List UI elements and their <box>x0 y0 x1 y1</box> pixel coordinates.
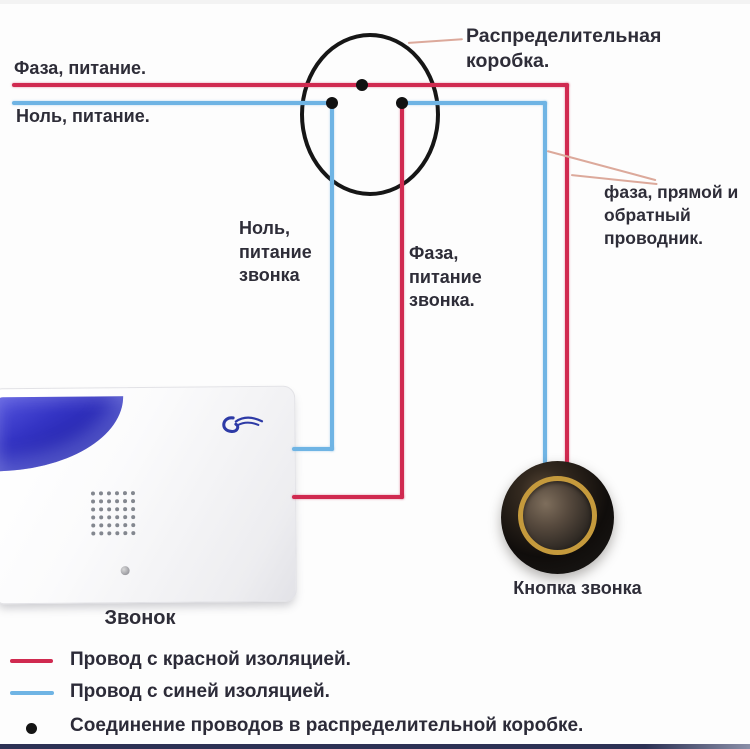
legend-blue-wire-text: Провод с синей изоляцией. <box>70 681 330 702</box>
label-bell-neutral-line2: питание <box>239 241 312 262</box>
label-bell: Звонок <box>104 607 176 629</box>
blue-wire-to-button <box>543 101 547 466</box>
doorbell-blue-panel <box>0 396 124 472</box>
legend-junction-dot-swatch <box>26 723 37 734</box>
blue-wire-to-bell-horizontal <box>292 447 334 451</box>
red-wire-to-bell-vertical <box>400 101 404 499</box>
legend-red-wire-swatch <box>10 659 53 663</box>
label-bell-neutral-line3: звонка <box>239 265 300 285</box>
label-button-wires: фаза, прямой и обратный проводник. <box>604 181 738 250</box>
junction-dot-phase <box>356 79 368 91</box>
doorbell-button-image <box>501 461 614 574</box>
legend-junction-text: Соединение проводов в распределительной … <box>70 715 584 736</box>
label-bell-phase-line2: питание <box>409 266 482 287</box>
bottom-bar <box>0 744 750 749</box>
label-button: Кнопка звонка <box>513 578 642 598</box>
speaker-grille-icon <box>90 491 136 536</box>
label-button-wires-line1: фаза, прямой и <box>604 182 739 202</box>
label-bell-phase-wire: Фаза, питание звонка. <box>409 242 482 313</box>
label-neutral-supply: Ноль, питание. <box>16 106 150 126</box>
blue-supply-wire-horizontal <box>12 101 336 105</box>
blue-return-wire-horizontal <box>398 101 547 105</box>
label-bell-neutral-wire: Ноль, питание звонка <box>239 217 312 288</box>
label-bell-neutral-line1: Ноль, <box>239 218 291 238</box>
label-button-wires-line3: проводник. <box>604 228 703 248</box>
red-wire-to-button <box>565 83 569 474</box>
junction-dot-neutral <box>326 97 338 109</box>
label-bell-phase-line1: Фаза, <box>409 243 459 263</box>
blue-wire-to-bell-vertical <box>330 101 334 451</box>
red-wire-to-bell-horizontal <box>292 495 404 499</box>
brand-logo-icon <box>222 416 264 433</box>
leader-line-junction-box <box>407 38 463 44</box>
label-button-wires-line2: обратный <box>604 205 691 225</box>
label-junction-box: Распределительная коробка. <box>466 24 661 74</box>
doorbell-image <box>0 385 297 605</box>
label-phase-supply: Фаза, питание. <box>14 58 147 78</box>
red-supply-wire-horizontal <box>12 83 569 87</box>
legend-blue-wire-swatch <box>10 691 54 695</box>
legend-red-wire-text: Провод с красной изоляцией. <box>70 649 351 670</box>
label-junction-box-line1: Распределительная <box>466 25 662 47</box>
junction-dot-return <box>396 97 408 109</box>
label-junction-box-line2: коробка. <box>466 50 550 72</box>
label-bell-phase-line3: звонка. <box>409 290 475 310</box>
top-edge-strip <box>0 0 750 4</box>
button-gold-ring <box>518 476 597 555</box>
junction-box-circle <box>300 33 440 196</box>
doorbell-led <box>120 566 130 576</box>
